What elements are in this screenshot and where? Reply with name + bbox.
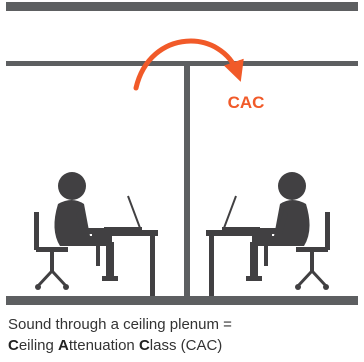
right-person-leg	[250, 242, 258, 278]
cac-label: CAC	[228, 93, 265, 112]
left-person-head	[58, 172, 86, 200]
right-person-head	[278, 172, 306, 200]
ceiling-attenuation-diagram: CAC	[6, 2, 358, 305]
left-desk	[92, 230, 158, 296]
caption-line-2: Ceiling Attenuation Class (CAC)	[8, 335, 358, 356]
left-person-arm	[76, 210, 112, 234]
class-initial: C	[138, 337, 150, 354]
left-laptop	[104, 195, 142, 230]
right-person-arm	[252, 210, 288, 234]
ceiling-initial: C	[8, 337, 19, 354]
left-person-leg	[106, 242, 114, 278]
right-worker	[206, 172, 330, 296]
class-rest: lass (CAC)	[149, 337, 223, 354]
left-person-foot	[102, 276, 118, 281]
left-worker	[34, 172, 158, 296]
ceiling-rest: eiling	[18, 337, 59, 354]
sound-path-arrow	[133, 38, 244, 91]
left-chair	[34, 212, 69, 290]
right-person-foot	[246, 276, 262, 281]
floor-slab	[6, 296, 358, 305]
partition-wall	[184, 66, 190, 296]
caption: Sound through a ceiling plenum = Ceiling…	[8, 314, 358, 356]
caption-line-1: Sound through a ceiling plenum =	[8, 316, 232, 333]
roof-deck-slab	[6, 2, 358, 11]
attenuation-rest: ttenuation	[68, 337, 139, 354]
suspended-ceiling	[6, 61, 358, 66]
right-chair	[295, 212, 330, 290]
right-desk	[206, 230, 272, 296]
attenuation-initial: A	[58, 337, 69, 354]
right-laptop	[222, 195, 260, 230]
